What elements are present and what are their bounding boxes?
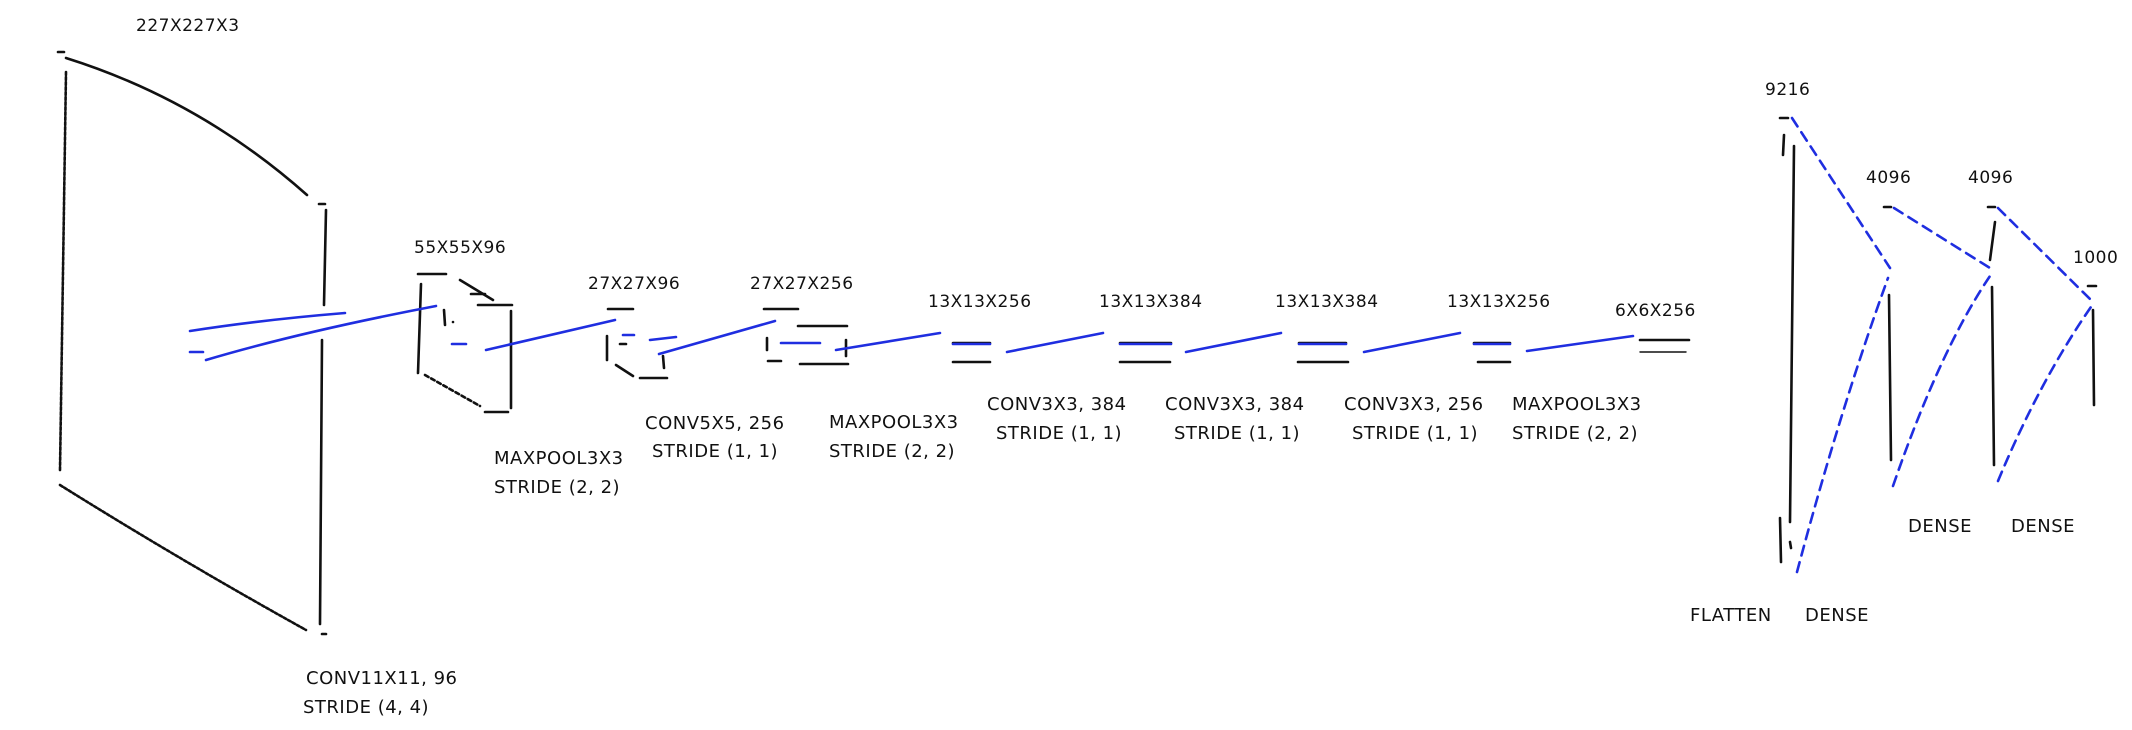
layer-op-label: CONV3X3, 384: [1165, 394, 1305, 415]
layer-shape-label: 27X27X96: [588, 274, 681, 294]
volume-27x27x96: [605, 307, 669, 380]
volume-13x13x384-b: [1296, 341, 1350, 364]
layer-op-stride: STRIDE (4, 4): [303, 697, 430, 718]
volume-13x13x256-b: [1472, 341, 1512, 364]
layer-op-label: MAXPOOL3X3: [1512, 394, 1642, 415]
layer-op-stride: STRIDE (1, 1): [996, 423, 1123, 444]
dense-layer-line-2: [1986, 205, 1997, 467]
layer-shape-label: 227X227X3: [136, 16, 240, 36]
layer-shape-label: 13X13X384: [1275, 292, 1379, 312]
layer-op-label: CONV3X3, 384: [987, 394, 1127, 415]
dense-size-label: 1000: [2073, 248, 2119, 268]
dense-label: DENSE: [2011, 516, 2075, 537]
dense-label: DENSE: [1908, 516, 1972, 537]
dense-layer-line-3: [2086, 284, 2098, 407]
dense-size-label: 9216: [1765, 80, 1811, 100]
layer-shape-label: 13X13X384: [1099, 292, 1203, 312]
dense-connections: [1790, 116, 2095, 574]
layer-op-stride: STRIDE (2, 2): [1512, 423, 1639, 444]
layer-op-stride: STRIDE (1, 1): [652, 441, 779, 462]
dense-size-label: 4096: [1968, 168, 2014, 188]
flatten-label: FLATTEN: [1690, 605, 1772, 626]
layer-op-label: CONV3X3, 256: [1344, 394, 1484, 415]
input-volume-shape: [56, 50, 328, 636]
layer-shape-label: 13X13X256: [1447, 292, 1551, 312]
dense-label: DENSE: [1805, 605, 1869, 626]
layer-shape-label: 13X13X256: [928, 292, 1032, 312]
volume-13x13x384-a: [1118, 341, 1173, 364]
layer-shape-label: 27X27X256: [750, 274, 854, 294]
dense-layer-line-1: [1882, 205, 1893, 462]
volume-6x6x256: [1638, 338, 1691, 353]
flow-lines: [188, 304, 1635, 362]
layer-op-stride: STRIDE (2, 2): [829, 441, 956, 462]
dense-size-label: 4096: [1866, 168, 1912, 188]
layer-op-stride: STRIDE (2, 2): [494, 477, 621, 498]
volume-13x13x256-a: [951, 341, 992, 364]
layer-op-label: MAXPOOL3X3: [829, 412, 959, 433]
layer-shape-label: 55X55X96: [414, 238, 507, 258]
layer-shape-label: 6X6X256: [1615, 301, 1696, 321]
layer-op-label: CONV11X11, 96: [306, 668, 458, 689]
layer-op-stride: STRIDE (1, 1): [1174, 423, 1301, 444]
layer-op-label: MAXPOOL3X3: [494, 448, 624, 469]
flatten-layer-line: [1778, 116, 1796, 564]
layer-op-label: CONV5X5, 256: [645, 413, 785, 434]
volume-27x27x256: [762, 307, 850, 366]
layer-op-stride: STRIDE (1, 1): [1352, 423, 1479, 444]
volume-55x55x96: [416, 272, 514, 414]
